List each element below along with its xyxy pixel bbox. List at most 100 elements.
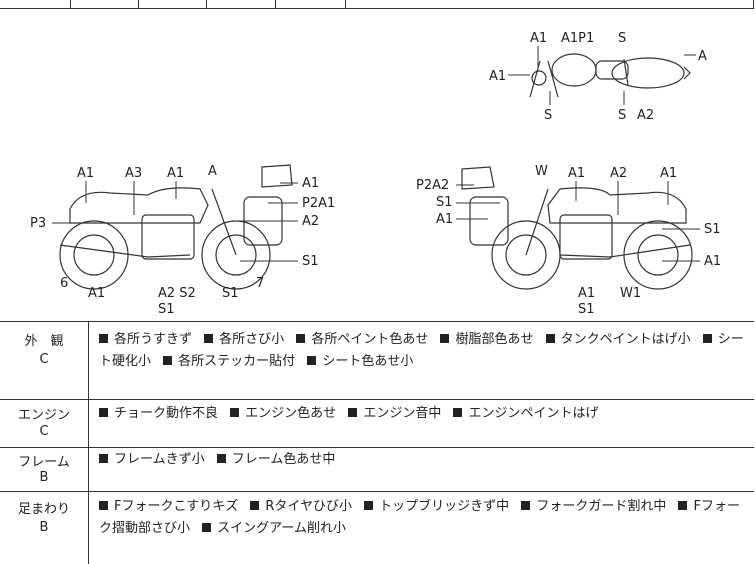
left-label: A3 bbox=[125, 166, 142, 181]
top-label: A1 bbox=[530, 31, 547, 46]
condition-item: エンジン色あせ bbox=[245, 406, 337, 421]
left-label: A1 bbox=[167, 166, 184, 181]
condition-item: 各所さび小 bbox=[219, 332, 285, 347]
category-label: 外 観 bbox=[24, 334, 64, 349]
category-cell: 外 観 C bbox=[0, 322, 89, 399]
category-label: 足まわり bbox=[17, 502, 70, 517]
right-label: A1 bbox=[704, 254, 721, 269]
right-label: P2A2 bbox=[416, 178, 449, 193]
condition-item: フレーム色あせ中 bbox=[231, 452, 336, 467]
left-label: A2 S2 bbox=[158, 286, 196, 301]
grade-label: C bbox=[39, 424, 49, 439]
right-view-labels: W A1 A2 A1 P2A2 S1 A1 S1 A1 A1 S1 W1 bbox=[416, 164, 721, 317]
bullet-square-icon bbox=[230, 408, 240, 417]
condition-item: 各所うすきず bbox=[114, 332, 193, 347]
condition-item: 樹脂部色あせ bbox=[455, 332, 534, 347]
condition-item: 各所ステッカー貼付 bbox=[178, 354, 296, 369]
grade-label: C bbox=[39, 352, 49, 367]
left-label: P2A1 bbox=[302, 196, 335, 211]
condition-items: Fフォークこすりキズ Rタイヤひび小 トップブリッジきず中 フォークガード割れ中… bbox=[99, 496, 746, 540]
left-label: P3 bbox=[30, 216, 46, 231]
category-label: フレーム bbox=[18, 455, 70, 470]
top-view-bike bbox=[529, 53, 691, 98]
right-leader-lines bbox=[456, 181, 700, 262]
right-label: W1 bbox=[620, 286, 641, 301]
right-label: W bbox=[535, 164, 548, 179]
top-view-labels: A1 A1P1 S A A1 S S A2 bbox=[489, 31, 707, 123]
condition-items: フレームきず小 フレーム色あせ中 bbox=[99, 449, 746, 471]
left-label: A1 bbox=[88, 286, 105, 301]
condition-item: フレームきず小 bbox=[114, 452, 205, 467]
bullet-square-icon bbox=[348, 408, 358, 417]
bullet-square-icon bbox=[250, 501, 260, 510]
left-view-labels: A1 A3 A1 A A1 P2A1 A2 P3 6 A1 A2 S2 S1 S… bbox=[30, 164, 335, 317]
bullet-square-icon bbox=[307, 356, 317, 365]
condition-table: 外 観 C 各所うすきず 各所さび小 各所ペイント色あせ 樹脂部色あせ タンクペ… bbox=[0, 321, 754, 564]
right-label: A1 bbox=[578, 286, 595, 301]
grade-label: B bbox=[39, 470, 49, 485]
bullet-square-icon bbox=[216, 454, 226, 463]
right-view-bike bbox=[461, 166, 693, 290]
condition-item: フォークガード割れ中 bbox=[536, 499, 667, 514]
left-label: A bbox=[208, 164, 217, 179]
condition-item: シート色あせ小 bbox=[322, 354, 414, 369]
bullet-square-icon bbox=[296, 334, 306, 343]
grade-label: B bbox=[39, 520, 49, 535]
top-label: S bbox=[544, 108, 552, 123]
category-label: エンジン bbox=[17, 408, 70, 423]
condition-items: チョーク動作不良 エンジン色あせ エンジン音中 エンジンペイントはげ bbox=[99, 403, 746, 425]
left-label: S1 bbox=[222, 286, 239, 301]
bullet-square-icon bbox=[204, 334, 214, 343]
right-label: S1 bbox=[436, 195, 453, 210]
headlight-icon bbox=[531, 70, 547, 86]
left-label: 7 bbox=[256, 276, 264, 291]
bullet-square-icon bbox=[545, 334, 555, 343]
top-leader-lines bbox=[508, 46, 696, 105]
right-label: S1 bbox=[704, 222, 721, 237]
category-cell: 足まわり B bbox=[0, 492, 89, 564]
left-label: 6 bbox=[60, 276, 68, 291]
left-label: A2 bbox=[302, 214, 319, 229]
top-label: S bbox=[618, 31, 626, 46]
left-label: A1 bbox=[302, 176, 319, 191]
table-row: フレーム B フレームきず小 フレーム色あせ中 bbox=[0, 448, 754, 492]
condition-item: スイングアーム削れ小 bbox=[217, 521, 346, 536]
bullet-square-icon bbox=[99, 454, 108, 463]
condition-item: エンジン音中 bbox=[363, 406, 442, 421]
motorcycle-diagram-svg: A1 A1P1 S A A1 S S A2 A1 A3 A1 bbox=[30, 31, 721, 317]
condition-item: タンクペイントはげ小 bbox=[560, 332, 691, 347]
top-label: S bbox=[618, 108, 626, 123]
condition-item: 各所ペイント色あせ bbox=[311, 332, 429, 347]
top-label: A1 bbox=[489, 69, 506, 84]
condition-item: チョーク動作不良 bbox=[114, 406, 219, 421]
left-label: A1 bbox=[77, 166, 94, 181]
bullet-square-icon bbox=[99, 334, 108, 343]
condition-item: Rタイヤひび小 bbox=[265, 499, 353, 514]
bullet-square-icon bbox=[702, 334, 712, 343]
bullet-square-icon bbox=[521, 501, 531, 510]
header-row-remnant bbox=[0, 0, 754, 9]
condition-item: トップブリッジきず中 bbox=[379, 499, 510, 514]
bullet-square-icon bbox=[678, 501, 688, 510]
right-label: S1 bbox=[578, 302, 595, 317]
bullet-square-icon bbox=[453, 408, 463, 417]
table-row: 足まわり B Fフォークこすりキズ Rタイヤひび小 トップブリッジきず中 フォー… bbox=[0, 492, 754, 564]
left-leader-lines bbox=[52, 181, 298, 262]
right-label: A1 bbox=[660, 166, 677, 181]
condition-item: Fフォーク摺動部さび小 bbox=[99, 499, 740, 536]
bullet-square-icon bbox=[364, 501, 374, 510]
right-label: A2 bbox=[610, 166, 627, 181]
bullet-square-icon bbox=[440, 334, 450, 343]
bullet-square-icon bbox=[202, 523, 212, 532]
right-label: A1 bbox=[568, 166, 585, 181]
left-label: S1 bbox=[302, 254, 319, 269]
table-row: 外 観 C 各所うすきず 各所さび小 各所ペイント色あせ 樹脂部色あせ タンクペ… bbox=[0, 322, 754, 400]
condition-item: シート硬化小 bbox=[99, 332, 744, 369]
top-label: A bbox=[698, 49, 707, 64]
table-row: エンジン C チョーク動作不良 エンジン色あせ エンジン音中 エンジンペイントは… bbox=[0, 400, 754, 448]
category-cell: フレーム B bbox=[0, 448, 89, 491]
category-cell: エンジン C bbox=[0, 400, 89, 447]
condition-item: Fフォークこすりキズ bbox=[114, 499, 239, 514]
top-label: A1P1 bbox=[561, 31, 594, 46]
